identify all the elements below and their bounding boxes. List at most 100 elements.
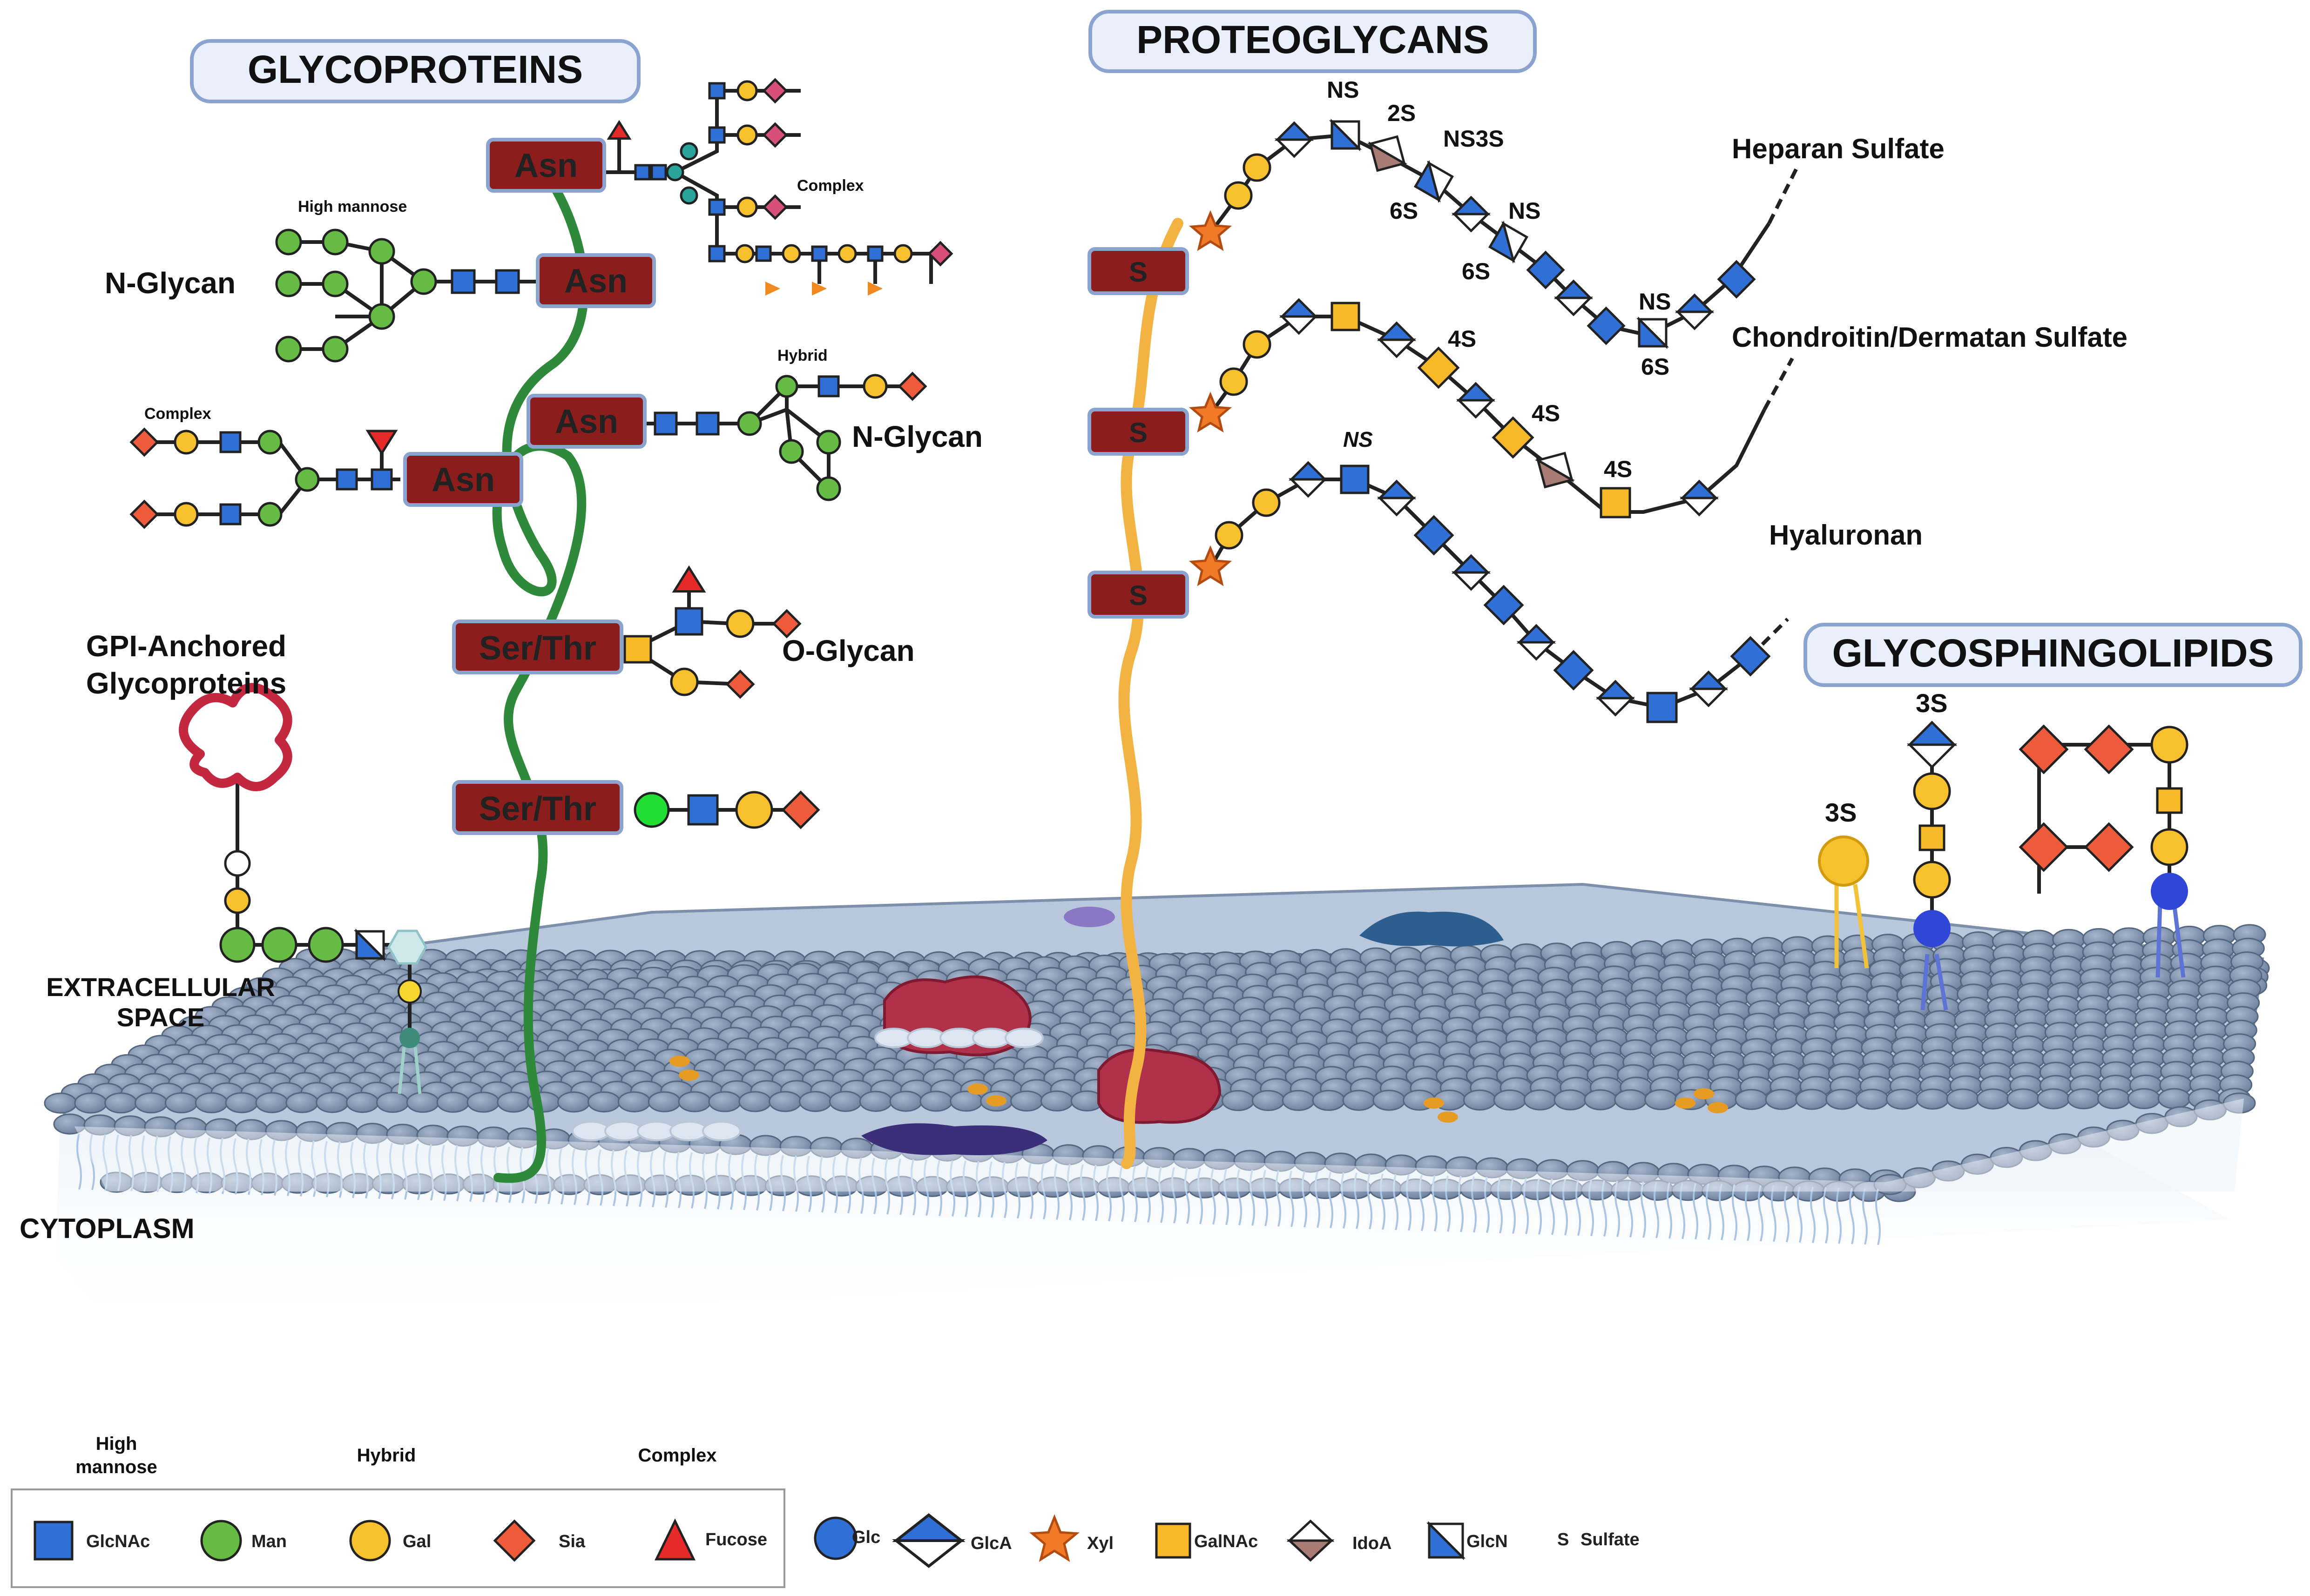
- lipid-tail: [1784, 1185, 1790, 1242]
- asn-tag-2: Asn: [536, 253, 656, 308]
- glcnac: [1340, 465, 1370, 494]
- legend-gal-label: Gal: [403, 1532, 431, 1551]
- sia: [2019, 724, 2069, 774]
- gsl-ceramide-1: [1913, 910, 1951, 947]
- label-hyaluronan: Hyaluronan: [1769, 519, 1923, 551]
- legend-sia-icon: [493, 1519, 536, 1562]
- lipid-head: [1040, 1090, 1074, 1111]
- sia: [2084, 822, 2134, 872]
- lipid-head: [104, 1092, 138, 1114]
- lipid-head: [1735, 1089, 1768, 1110]
- gpi-phosphate: [399, 1028, 420, 1048]
- lipid-head: [1795, 1089, 1829, 1110]
- glcnac: [708, 126, 726, 144]
- gal: [224, 887, 251, 914]
- glcnac: [817, 375, 840, 397]
- lipid-head: [225, 1092, 258, 1113]
- glcnac: [867, 245, 884, 262]
- s-tag-3: S: [1087, 571, 1189, 619]
- gal: [174, 430, 199, 455]
- title-glycoproteins: GLYCOPROTEINS: [190, 39, 641, 103]
- core-tags: Asn Asn Asn Asn Ser/Thr Ser/Thr S S S: [403, 138, 1189, 835]
- gpi-sugar: [224, 850, 251, 877]
- legend-idoa-label: IdoA: [1352, 1534, 1391, 1553]
- man: [816, 476, 841, 501]
- glcnac: [1553, 650, 1594, 691]
- gal: [174, 502, 199, 527]
- lipid-head: [44, 1092, 77, 1114]
- legend-galnac-icon: [1155, 1522, 1191, 1559]
- asn-tag-1: Asn: [486, 138, 606, 193]
- glcnac: [675, 607, 703, 636]
- legend-fucose-label: Fucose: [705, 1530, 767, 1549]
- serthr-tag-2: Ser/Thr: [452, 780, 623, 835]
- lipid-head: [255, 1092, 289, 1113]
- glcnac: [708, 82, 726, 100]
- legend-man-icon: [200, 1520, 242, 1562]
- lipid-tail: [1758, 1185, 1763, 1242]
- glcnac: [1483, 585, 1524, 626]
- man: [261, 927, 297, 963]
- lipid-tail: [1849, 1188, 1855, 1245]
- man: [322, 336, 349, 363]
- legend-glca-icon-lower: [892, 1539, 966, 1568]
- glcn: [1413, 160, 1454, 203]
- gal: [1252, 488, 1281, 517]
- sia: [129, 499, 159, 529]
- proteoglycan-core-chain: [1118, 218, 1183, 1169]
- man: [275, 336, 302, 363]
- title-glycosphingolipids-text: GLYCOSPHINGOLIPIDS: [1832, 631, 2274, 675]
- legend-sulfate-label: Sulfate: [1581, 1530, 1640, 1549]
- xyl: [1189, 545, 1232, 586]
- label-extracellular-line1: EXTRACELLULAR: [46, 972, 275, 1002]
- lipid-head: [74, 1092, 108, 1114]
- lipid-head: [678, 1091, 711, 1112]
- lipid-tail: [1810, 1186, 1816, 1243]
- s-tag-1: S: [1087, 247, 1189, 295]
- glca-lower: [1906, 743, 1958, 769]
- legend-box: [11, 1488, 785, 1588]
- svg-text:Asn: Asn: [432, 461, 495, 498]
- title-glycoproteins-text: GLYCOPROTEINS: [248, 47, 583, 91]
- gal: [1243, 153, 1271, 182]
- lipid-head: [164, 1092, 198, 1114]
- gal: [2150, 726, 2188, 764]
- man: [295, 467, 320, 492]
- legend-sulfate-symbol: S: [1557, 1530, 1569, 1549]
- glca-lower: [1554, 296, 1594, 317]
- branch-flag: [868, 282, 883, 296]
- gal: [1215, 521, 1243, 550]
- glca-lower: [1456, 399, 1496, 419]
- man: [322, 229, 349, 256]
- glcnac: [650, 164, 667, 181]
- label-n-glycan-left: N-Glycan: [105, 266, 236, 300]
- lipid-head: [1251, 1090, 1285, 1111]
- xyl: [1189, 210, 1232, 251]
- gpi-gal: [398, 979, 422, 1003]
- glca: [1377, 479, 1417, 499]
- branch-flag: [765, 282, 780, 296]
- svg-text:NS3S: NS3S: [1443, 126, 1504, 152]
- glcn: [1329, 118, 1362, 152]
- sia: [898, 371, 927, 401]
- man: [680, 186, 698, 205]
- gal: [736, 80, 758, 101]
- glca-lower: [1595, 697, 1635, 717]
- galnac: [1492, 416, 1534, 459]
- man: [368, 238, 395, 265]
- sia: [762, 122, 788, 148]
- gal: [893, 244, 913, 263]
- lipid-tail: [1797, 1186, 1803, 1243]
- gal: [782, 244, 801, 263]
- legend-group-complex: Complex: [638, 1445, 717, 1466]
- glcnac: [336, 468, 358, 491]
- glca-lower: [1377, 338, 1417, 358]
- lipid-head: [617, 1091, 651, 1112]
- legend-glcnac-label: GlcNAc: [86, 1532, 150, 1551]
- svg-text:4S: 4S: [1532, 400, 1560, 426]
- sia: [781, 790, 820, 829]
- svg-text:NS: NS: [1343, 427, 1373, 451]
